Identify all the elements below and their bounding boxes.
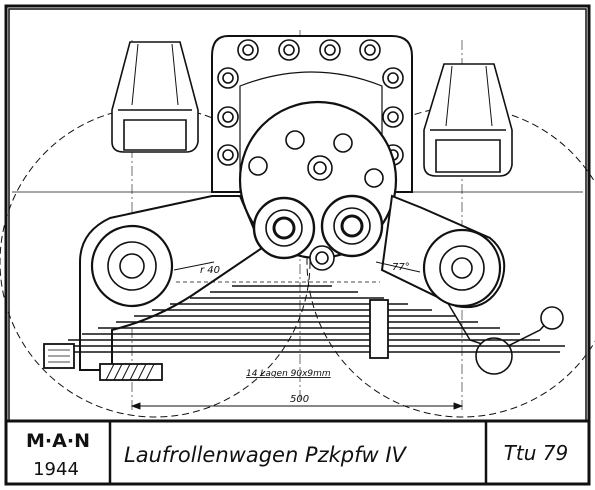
dimension-lines <box>130 261 464 410</box>
right-bump-stop <box>423 63 513 177</box>
drawing-title: Laufrollenwagen Pzkpfw IV <box>124 443 408 467</box>
drawing-number: Ttu 79 <box>504 441 569 465</box>
drawing-area <box>0 30 595 418</box>
spring-layer-note: 14 Lagen 90x9mm <box>246 369 331 379</box>
gear-pair <box>252 194 384 271</box>
drawing-year: 1944 <box>33 459 79 480</box>
angle-dimension-label: 77° <box>392 262 410 273</box>
company-logo: M·A·N <box>26 430 90 452</box>
length-dimension-label: 500 <box>290 394 309 405</box>
left-bump-stop <box>111 41 199 153</box>
rocker-pivots <box>90 224 502 308</box>
spring-base-pad <box>99 363 163 381</box>
leaf-spring <box>43 281 565 369</box>
radius-dimension-label: r 40 <box>200 265 220 276</box>
title-block: M·A·N 1944 Laufrollenwagen Pzkpfw IV Ttu… <box>6 419 589 484</box>
